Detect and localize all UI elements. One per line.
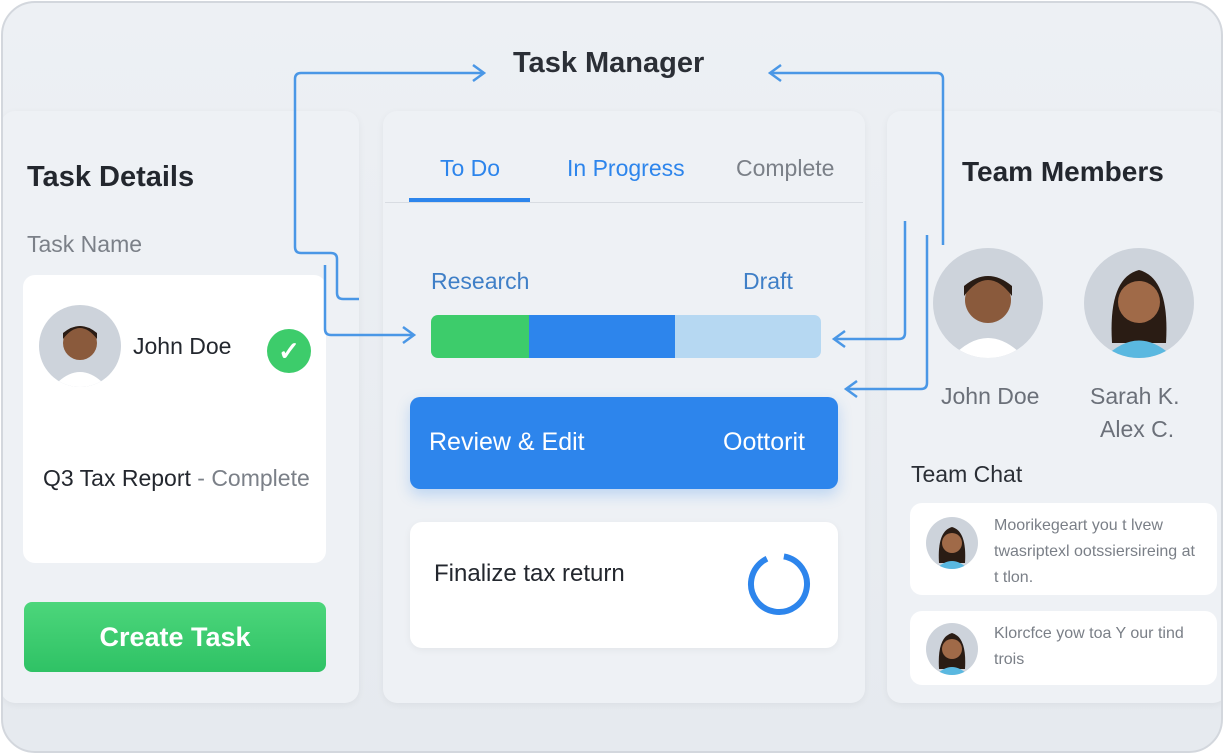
avatar-sarah-k (1084, 248, 1194, 358)
app-title: Task Manager (513, 47, 705, 79)
tab-in-progress[interactable]: In Progress (567, 155, 685, 181)
finalize-card[interactable]: Finalize tax return (410, 522, 838, 648)
finalize-label: Finalize tax return (434, 560, 625, 587)
member-name-john: John Doe (941, 383, 1040, 409)
review-edit-card[interactable]: Review & Edit Oottorit (410, 397, 838, 489)
chat-avatar (926, 623, 978, 675)
chat-message-text: Klorcfce yow toa Y our tind trois (994, 625, 1184, 668)
progress-ring-icon (748, 553, 810, 615)
member-name-sarah: Sarah K. (1090, 383, 1180, 409)
progress-segment-remaining (674, 315, 821, 358)
review-edit-label: Review & Edit (429, 428, 585, 456)
tab-complete[interactable]: Complete (736, 155, 835, 181)
chat-message: Klorcfce yow toa Y our tind trois (910, 611, 1217, 685)
task-details-heading: Task Details (27, 161, 195, 193)
member-name-alex: Alex C. (1100, 416, 1175, 442)
progress-start-label: Research (431, 268, 530, 294)
chat-avatar (926, 517, 978, 569)
task-card[interactable]: John Doe ✓ Q3 Tax Report - Complete (23, 275, 326, 563)
review-edit-action[interactable]: Oottorit (723, 428, 805, 456)
team-members-heading: Team Members (962, 156, 1164, 187)
task-name-label: Task Name (27, 231, 143, 257)
check-icon: ✓ (267, 329, 311, 373)
avatar-john-doe (39, 305, 121, 387)
tab-divider (385, 202, 863, 203)
progress-segment-in-progress (528, 315, 675, 358)
chat-message: Moorikegeart you t lvew twasriptexl oots… (910, 503, 1217, 595)
create-task-button[interactable]: Create Task (24, 602, 326, 672)
tab-to-do[interactable]: To Do (440, 155, 501, 181)
assignee-name: John Doe (133, 333, 232, 359)
task-title: Q3 Tax Report (43, 465, 191, 491)
progress-segment-research (431, 315, 529, 358)
chat-message-text: Moorikegeart you t lvew twasriptexl oots… (994, 517, 1195, 586)
avatar-john-doe-member (933, 248, 1043, 358)
progress-end-label: Draft (743, 268, 793, 294)
team-chat-heading: Team Chat (911, 461, 1023, 487)
progress-bar (431, 315, 821, 358)
task-status: - Complete (197, 465, 310, 491)
